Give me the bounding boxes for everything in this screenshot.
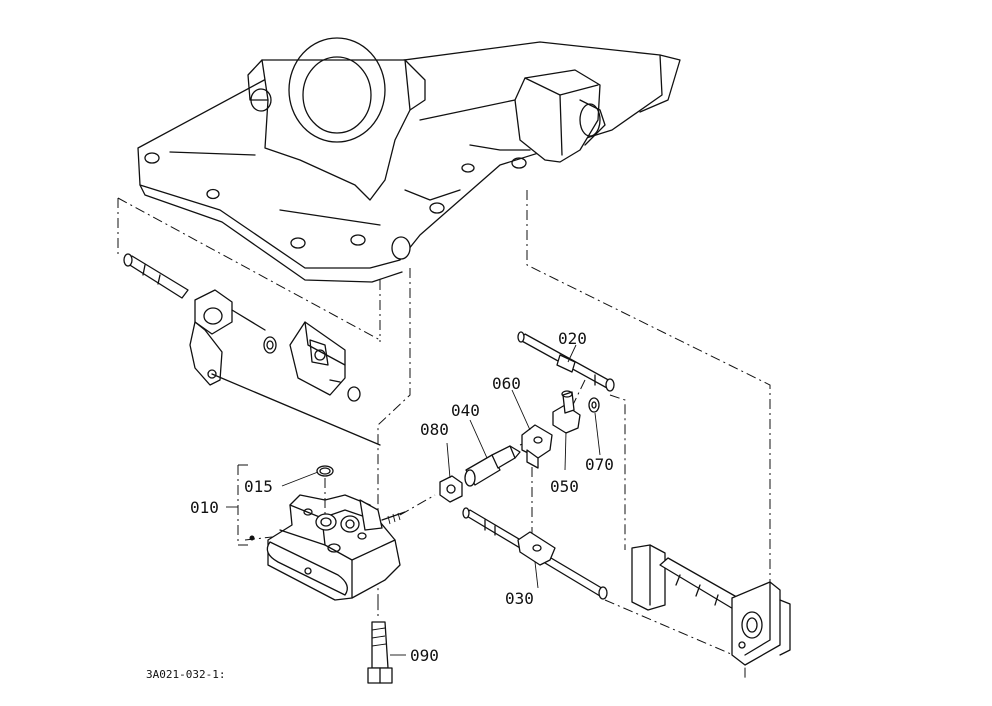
right-shaft-assembly: [631, 544, 791, 666]
callout-080: 080: [420, 420, 449, 439]
connector-040: [464, 445, 521, 487]
callout-040: 040: [451, 401, 480, 420]
callout-020: 020: [558, 329, 587, 348]
callout-050: 050: [550, 477, 579, 496]
bolt-090: [367, 600, 393, 684]
rod-030: [462, 507, 608, 600]
elbow-joint-050: [552, 390, 581, 434]
reference-code: 3A021-032-1:: [146, 668, 225, 681]
callout-090: 090: [410, 646, 439, 665]
callout-010: 010: [190, 498, 219, 517]
callout-015: 015: [244, 477, 273, 496]
callout-030: 030: [505, 589, 534, 608]
callout-070: 070: [585, 455, 614, 474]
transmission-housing: [137, 37, 681, 283]
callout-labels: 010 015 020 030 040 050 060 070 080 090: [190, 329, 614, 665]
rod-020: [517, 331, 615, 392]
left-lever-assembly: [117, 197, 381, 446]
nut-080: [439, 475, 463, 503]
elbow-joint-060: [521, 424, 553, 469]
valve-body-010: [249, 494, 406, 601]
callout-060: 060: [492, 374, 521, 393]
clip-070: [588, 397, 600, 413]
o-ring-015: [316, 465, 334, 515]
leader-lines: [226, 344, 601, 656]
